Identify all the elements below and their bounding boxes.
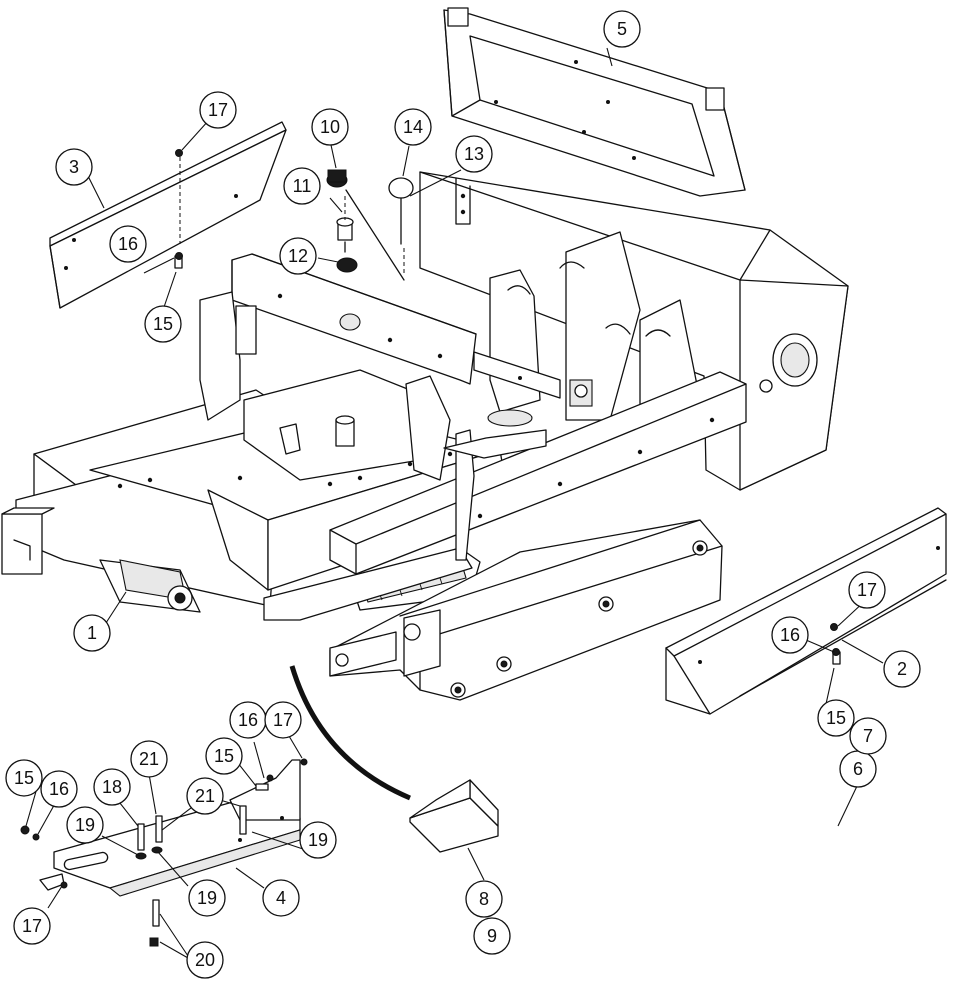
svg-text:5: 5 <box>617 19 627 39</box>
svg-text:16: 16 <box>49 779 69 799</box>
callout-12: 12 <box>279 237 317 275</box>
panel-nut-17b <box>830 623 838 631</box>
callout-21: 21 <box>186 777 224 815</box>
svg-text:20: 20 <box>195 950 215 970</box>
svg-text:15: 15 <box>214 746 234 766</box>
callout-14: 14 <box>394 108 432 146</box>
left-side-panel <box>49 121 287 309</box>
callout-18: 18 <box>93 768 131 806</box>
panel-washer-16b <box>832 648 840 656</box>
svg-text:19: 19 <box>308 830 328 850</box>
callout-7: 7 <box>849 717 887 755</box>
svg-text:19: 19 <box>75 815 95 835</box>
callout-19: 19 <box>188 879 226 917</box>
svg-text:13: 13 <box>464 144 484 164</box>
callout-16: 16 <box>109 225 147 263</box>
callout-15: 15 <box>817 699 855 737</box>
svg-text:9: 9 <box>487 926 497 946</box>
callout-19: 19 <box>66 806 104 844</box>
callout-15: 15 <box>205 737 243 775</box>
callout-3: 3 <box>55 148 93 186</box>
callout-15: 15 <box>144 305 182 343</box>
panel-washer-16 <box>175 252 183 260</box>
callout-16: 16 <box>40 770 78 808</box>
callout-6: 6 <box>839 750 877 788</box>
svg-text:16: 16 <box>118 234 138 254</box>
main-frame <box>1 253 747 701</box>
svg-text:17: 17 <box>208 100 228 120</box>
callout-21: 21 <box>130 740 168 778</box>
rear-top-panel <box>443 7 746 197</box>
svg-text:16: 16 <box>780 625 800 645</box>
svg-text:17: 17 <box>857 580 877 600</box>
plate-hardware <box>20 758 308 947</box>
svg-text:10: 10 <box>320 117 340 137</box>
svg-text:15: 15 <box>826 708 846 728</box>
svg-text:12: 12 <box>288 246 308 266</box>
leader-lines <box>25 47 884 959</box>
callout-20: 20 <box>186 941 224 979</box>
svg-text:17: 17 <box>22 916 42 936</box>
callout-5: 5 <box>603 10 641 48</box>
svg-text:17: 17 <box>273 710 293 730</box>
svg-text:14: 14 <box>403 117 423 137</box>
callout-4: 4 <box>262 879 300 917</box>
callout-9: 9 <box>473 917 511 955</box>
callout-2: 2 <box>883 650 921 688</box>
svg-text:1: 1 <box>87 623 97 643</box>
svg-text:21: 21 <box>139 749 159 769</box>
svg-text:8: 8 <box>479 889 489 909</box>
fittings <box>326 169 414 281</box>
l-rod <box>719 789 939 901</box>
svg-text:4: 4 <box>276 888 286 908</box>
svg-text:21: 21 <box>195 786 215 806</box>
callout-17: 17 <box>264 701 302 739</box>
callout-1: 1 <box>73 614 111 652</box>
svg-text:19: 19 <box>197 888 217 908</box>
right-side-panel <box>665 507 947 715</box>
svg-text:15: 15 <box>153 314 173 334</box>
callout-16: 16 <box>229 701 267 739</box>
svg-text:15: 15 <box>14 768 34 788</box>
svg-text:3: 3 <box>69 157 79 177</box>
svg-text:11: 11 <box>293 176 312 196</box>
svg-text:6: 6 <box>853 759 863 779</box>
callout-17: 17 <box>848 571 886 609</box>
svg-text:7: 7 <box>863 726 873 746</box>
svg-text:18: 18 <box>102 777 122 797</box>
panel-nut-17 <box>175 149 183 157</box>
callout-8: 8 <box>465 880 503 918</box>
callout-19: 19 <box>299 821 337 859</box>
callout-17: 17 <box>13 907 51 945</box>
callout-13: 13 <box>455 135 493 173</box>
svg-text:16: 16 <box>238 710 258 730</box>
belly-plate <box>39 759 301 897</box>
wedge-bracket <box>409 779 499 853</box>
callout-17: 17 <box>199 91 237 129</box>
callout-15: 15 <box>5 759 43 797</box>
callout-11: 11 <box>283 167 321 205</box>
svg-text:2: 2 <box>897 659 907 679</box>
callout-16: 16 <box>771 616 809 654</box>
callout-10: 10 <box>311 108 349 146</box>
